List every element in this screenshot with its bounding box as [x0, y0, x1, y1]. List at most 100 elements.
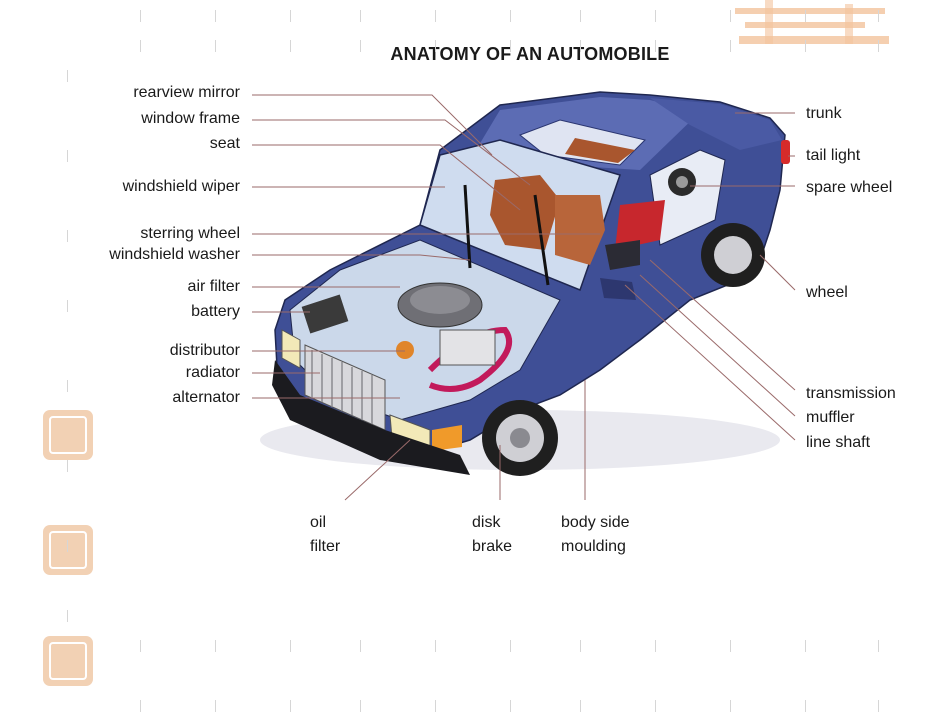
background-tick: [67, 380, 68, 392]
label-body-side-moulding-line1: body side: [561, 514, 630, 531]
front-seat: [490, 175, 560, 250]
background-tick: [67, 460, 68, 472]
label-alternator: alternator: [172, 389, 240, 406]
label-seat: seat: [209, 135, 240, 152]
background-tick: [878, 640, 879, 652]
background-tick: [435, 700, 436, 712]
sunroof-interior: [565, 138, 635, 163]
second-seat: [555, 195, 605, 265]
background-tick: [140, 10, 141, 22]
label-window-frame: window frame: [141, 110, 240, 127]
leader-lines-right: [624, 112, 796, 441]
label-rearview-mirror: rearview mirror: [133, 84, 240, 101]
background-tick: [655, 10, 656, 22]
seal-stamp: [43, 410, 93, 460]
label-battery: battery: [191, 303, 240, 320]
background-tick: [435, 640, 436, 652]
background-tick: [67, 540, 68, 552]
background-tick: [140, 700, 141, 712]
background-tick: [435, 40, 436, 52]
background-tick: [805, 40, 806, 52]
background-tick: [510, 10, 511, 22]
background-tick: [360, 640, 361, 652]
rear-interior: [615, 200, 665, 250]
background-tick: [580, 40, 581, 52]
seal-stamp: [43, 525, 93, 575]
background-tick: [655, 700, 656, 712]
diagram-title: ANATOMY OF AN AUTOMOBILE: [390, 44, 670, 64]
label-tail-light: tail light: [806, 147, 861, 164]
background-tick: [805, 700, 806, 712]
background-tick: [67, 610, 68, 622]
background-tick: [655, 640, 656, 652]
label-transmission: transmission: [806, 385, 896, 402]
background-tick: [215, 700, 216, 712]
background-tick: [730, 640, 731, 652]
label-trunk: trunk: [806, 105, 842, 122]
background-tick: [215, 640, 216, 652]
brand-logo: [735, 0, 889, 44]
background-tick: [140, 40, 141, 52]
label-air-filter: air filter: [187, 278, 240, 295]
label-muffler: muffler: [806, 409, 855, 426]
tail-light: [781, 140, 790, 164]
label-disk-brake-line1: disk: [472, 514, 501, 531]
label-wheel: wheel: [806, 284, 848, 301]
label-spare-wheel: spare wheel: [806, 179, 893, 196]
background-tick: [140, 640, 141, 652]
wiper: [463, 184, 472, 269]
label-windshield-wiper: windshield wiper: [122, 178, 240, 195]
background-tick: [805, 10, 806, 22]
background-tick: [878, 10, 879, 22]
background-tick: [215, 10, 216, 22]
background-tick: [290, 40, 291, 52]
label-line-shaft: line shaft: [806, 434, 871, 451]
background-tick: [360, 10, 361, 22]
background-tick: [290, 700, 291, 712]
disk-brake: [510, 428, 530, 448]
label-steering-wheel: sterring wheel: [140, 225, 240, 242]
background-tick: [290, 10, 291, 22]
background-tick: [730, 40, 731, 52]
background-tick: [655, 40, 656, 52]
label-oil-filter-line2: filter: [310, 538, 341, 555]
background-tick: [510, 640, 511, 652]
background-tick: [435, 10, 436, 22]
front-bumper: [272, 360, 470, 475]
background-tick: [290, 640, 291, 652]
background-tick: [67, 230, 68, 242]
label-distributor: distributor: [169, 342, 240, 359]
background-tick: [67, 70, 68, 82]
background-tick: [510, 40, 511, 52]
trunk-lid: [650, 98, 782, 150]
label-radiator: radiator: [185, 364, 240, 381]
background-tick: [878, 40, 879, 52]
label-oil-filter-line1: oil: [310, 514, 327, 531]
background-tick: [878, 700, 879, 712]
background-tick: [67, 300, 68, 312]
background-tick: [215, 40, 216, 52]
side-mirror: [600, 278, 636, 300]
battery: [301, 294, 349, 334]
background-tick: [510, 700, 511, 712]
label-disk-brake-line2: brake: [472, 538, 513, 555]
leader-lines-left: [252, 94, 600, 399]
label-body-side-moulding-line2: moulding: [561, 538, 626, 555]
seal-stamp: [43, 636, 93, 686]
engine-block: [439, 329, 496, 366]
leader-lines-bottom: [344, 380, 586, 501]
distributor: [396, 341, 414, 359]
background-tick: [580, 700, 581, 712]
background-tick: [805, 640, 806, 652]
background-tick: [360, 700, 361, 712]
background-tick: [580, 640, 581, 652]
label-windshield-washer: windshield washer: [109, 246, 240, 263]
background-tick: [730, 10, 731, 22]
background-tick: [580, 10, 581, 22]
wiper: [533, 194, 550, 286]
background-tick: [67, 150, 68, 162]
background-tick: [360, 40, 361, 52]
headlight-left: [281, 329, 301, 369]
background-tick: [730, 700, 731, 712]
